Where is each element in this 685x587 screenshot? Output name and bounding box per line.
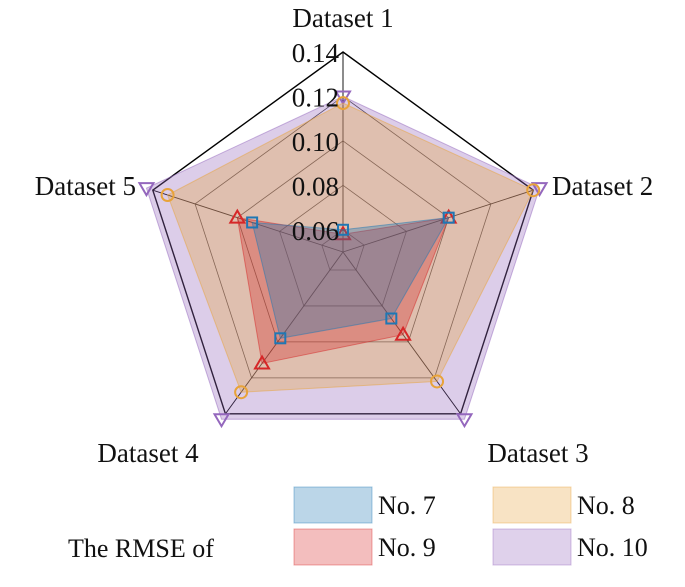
series-point-no-8-4 (234, 385, 249, 400)
series-area-no-10 (145, 95, 541, 420)
series-point-no-9-5 (228, 208, 247, 224)
tick-label-0: 0.06 (292, 216, 339, 246)
legend-swatch-no-9 (293, 528, 373, 566)
series-point-no-8-5 (160, 188, 175, 203)
series-point-no-10-4 (212, 413, 231, 429)
axis-label-dataset-2: Dataset 2 (552, 171, 653, 201)
legend-swatch-no-7 (293, 486, 373, 524)
legend-label-no-7: No. 7 (378, 491, 436, 520)
tick-label-3: 0.12 (292, 82, 339, 112)
series-point-no-7-1 (337, 223, 349, 236)
legend-swatch-no-8 (492, 486, 572, 524)
axis-label-dataset-3: Dataset 3 (487, 438, 588, 468)
series-point-no-9-3 (394, 325, 412, 341)
legend-label-no-8: No. 8 (577, 491, 635, 520)
axis-label-dataset-1: Dataset 1 (292, 3, 393, 33)
series-area-no-8 (166, 102, 534, 393)
axis-labels: Dataset 1 Dataset 2 Dataset 3 Dataset 4 … (35, 3, 653, 468)
series-point-no-10-5 (137, 182, 156, 198)
radar-series (137, 90, 549, 429)
legend-title: The RMSE of (68, 534, 214, 563)
series-point-no-9-1 (334, 225, 352, 241)
series-point-no-8-1 (336, 96, 350, 111)
grid-ring-2 (236, 140, 450, 343)
tick-label-2: 0.10 (292, 127, 339, 157)
legend-label-no-9: No. 9 (378, 533, 436, 562)
series-area-no-7 (251, 217, 450, 339)
series-point-no-7-2 (442, 211, 455, 224)
series-point-no-7-4 (274, 332, 287, 345)
grid-ring-4 (151, 51, 535, 415)
legend-label-no-10: No. 10 (577, 533, 648, 562)
series-point-no-7-3 (385, 312, 398, 325)
axis-label-dataset-4: Dataset 4 (97, 438, 199, 468)
series-point-no-10-2 (530, 182, 549, 198)
axis-label-dataset-5: Dataset 5 (35, 171, 136, 201)
radial-tick-labels: 0.06 0.08 0.10 0.12 0.14 (292, 38, 340, 246)
legend-swatch-no-10 (492, 528, 572, 566)
tick-label-1: 0.08 (292, 171, 339, 201)
series-point-no-8-2 (526, 183, 541, 198)
series-point-no-10-3 (455, 413, 474, 429)
grid-ring-0 (321, 229, 365, 271)
series-area-no-9 (236, 217, 450, 365)
legend: The RMSE of No. 7 No. 8 No. 9 No. 10 (68, 486, 648, 566)
grid-ring-3 (194, 95, 492, 379)
axis-spoke-2 (342, 189, 534, 253)
series-point-no-9-4 (253, 354, 271, 370)
series-point-no-8-3 (430, 374, 445, 389)
series-point-no-7-5 (246, 216, 259, 229)
tick-label-4: 0.14 (292, 38, 340, 68)
